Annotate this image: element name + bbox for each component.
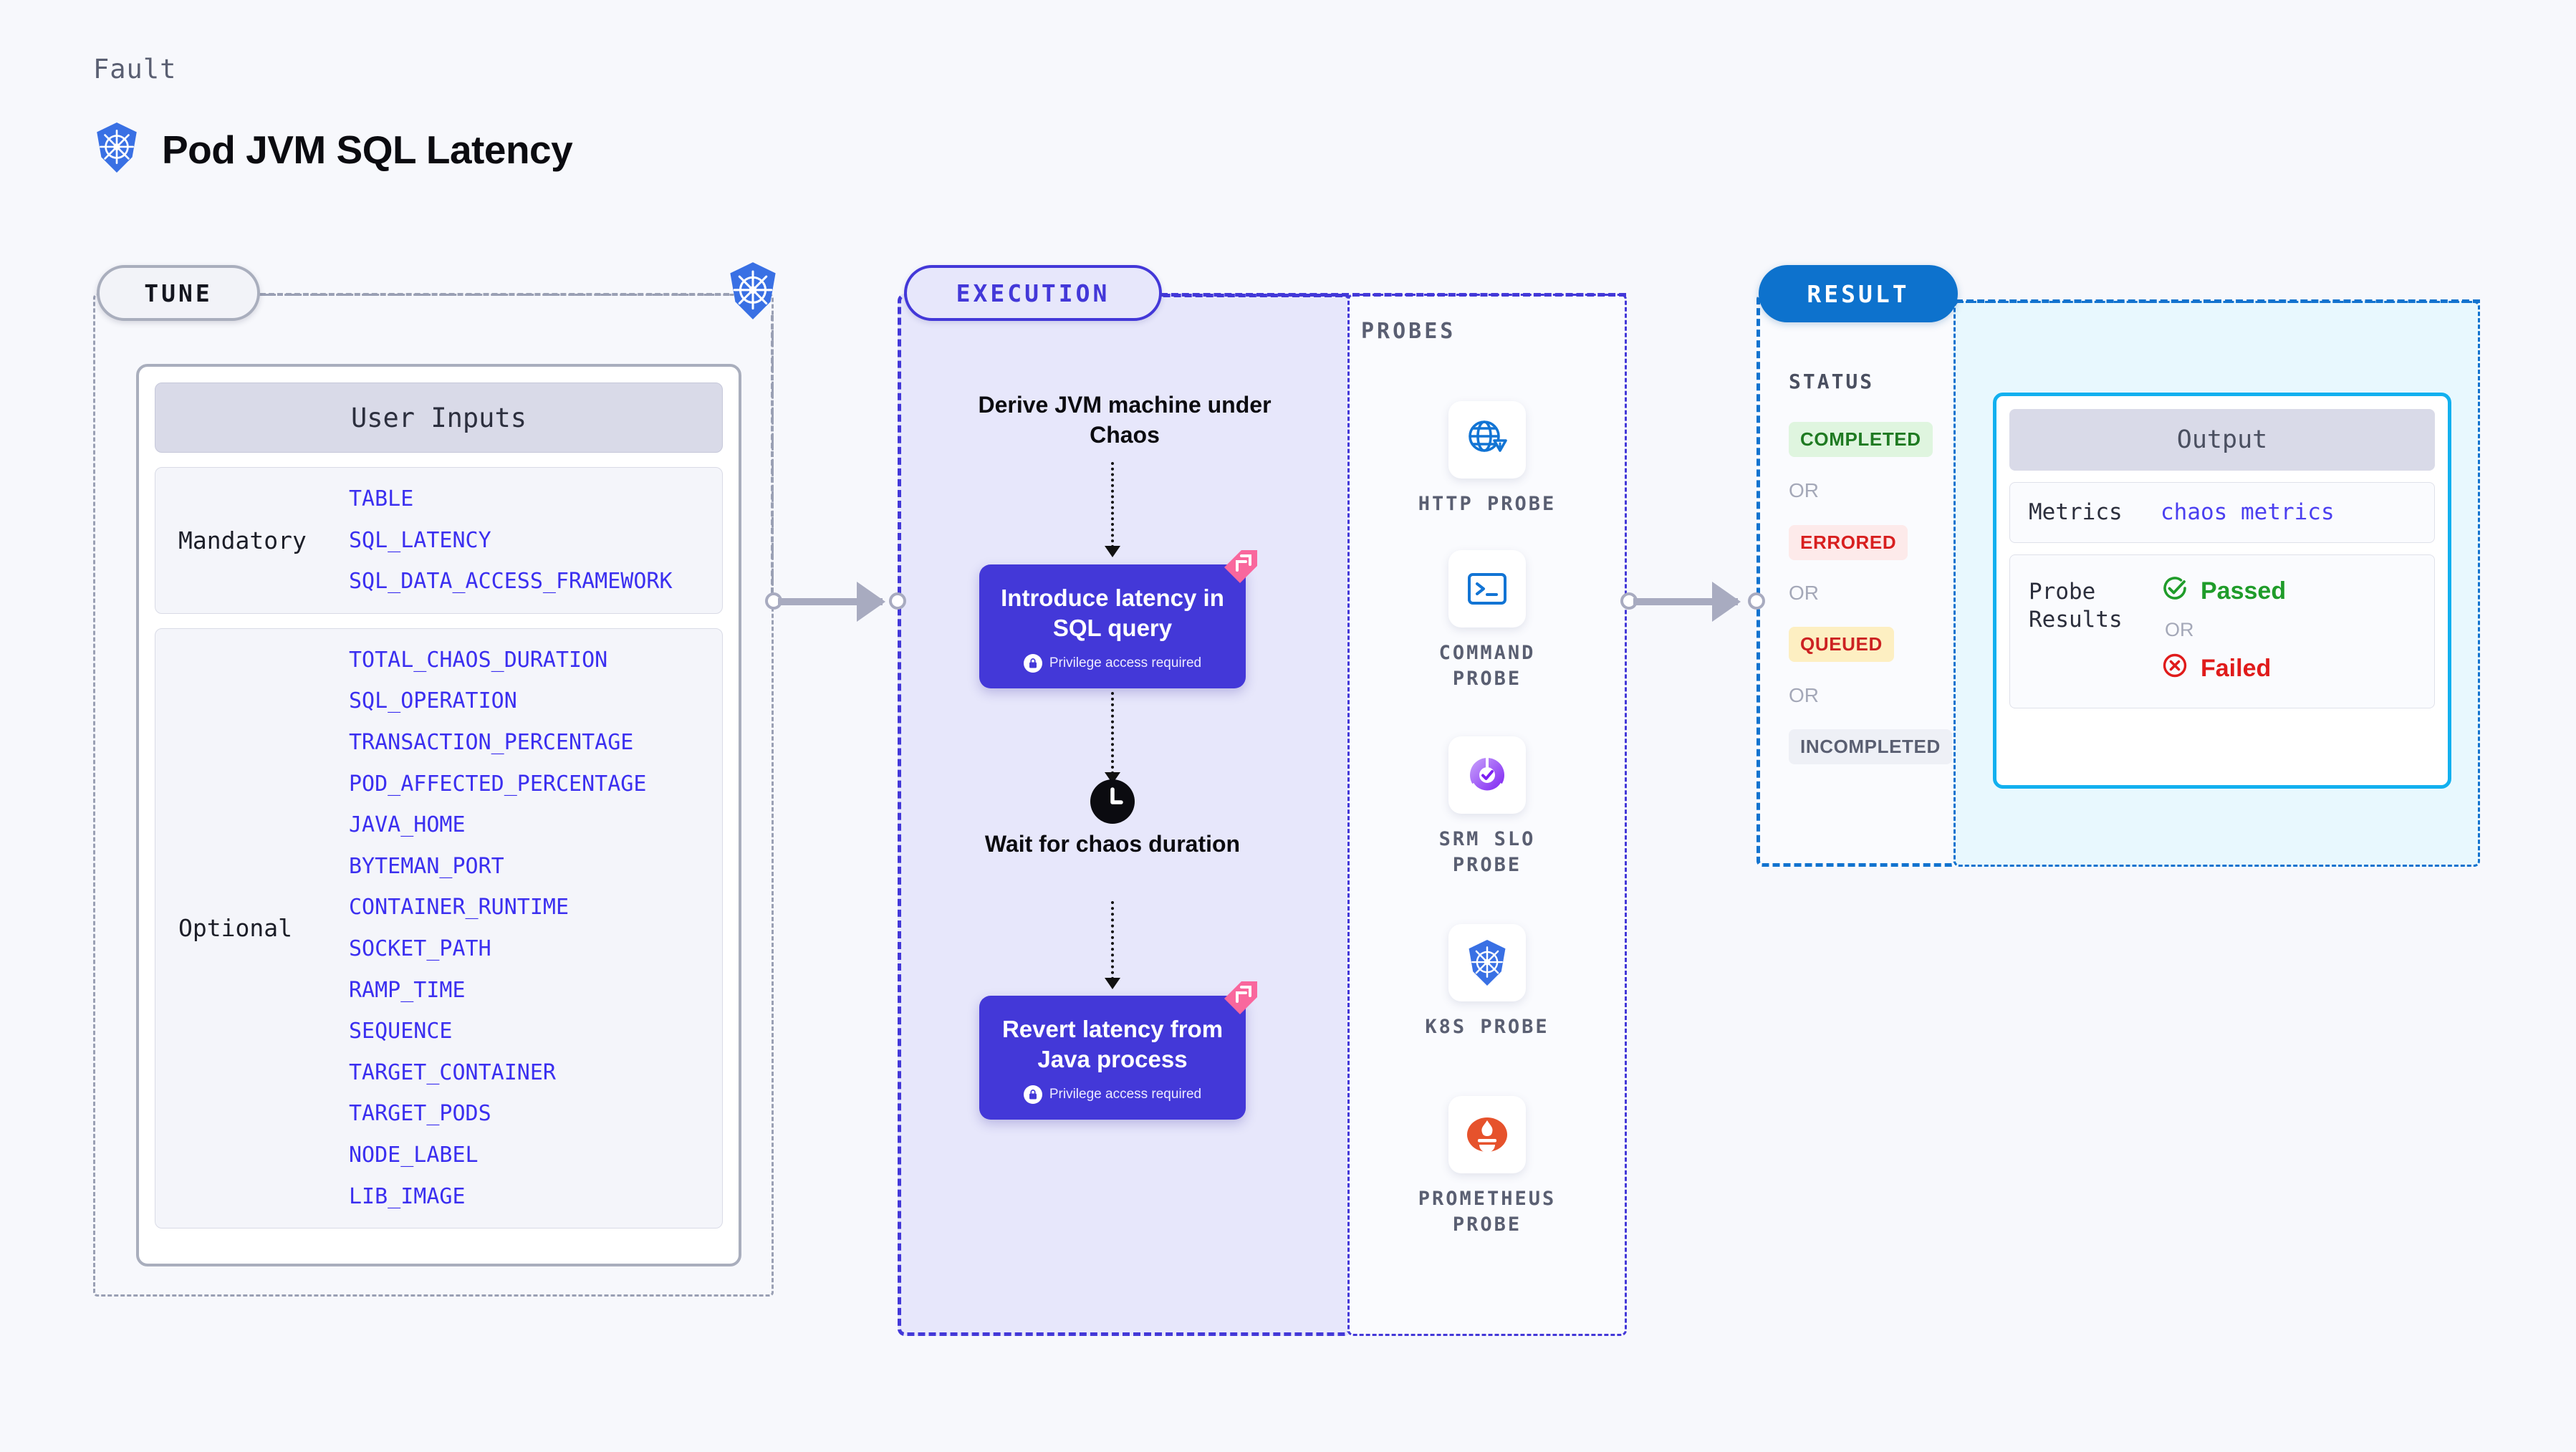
tune-dash-connector [260, 293, 729, 296]
lock-icon [1023, 654, 1042, 673]
probe-command[interactable]: COMMAND PROBE [1398, 550, 1577, 693]
probe-prometheus[interactable]: PROMETHEUS PROBE [1398, 1096, 1577, 1239]
param-item[interactable]: TABLE [349, 486, 414, 511]
wait-for-chaos-step-text: Wait for chaos duration [984, 831, 1241, 857]
privilege-note-text: Privilege access required [1049, 655, 1202, 671]
flow-arrow-2 [1111, 692, 1114, 774]
probe-label: HTTP PROBE [1418, 493, 1557, 515]
privilege-note: Privilege access required [994, 654, 1231, 673]
page-title: Pod JVM SQL Latency [162, 127, 573, 172]
check-circle-icon [2161, 574, 2189, 609]
param-item[interactable]: TARGET_PODS [349, 1101, 491, 1127]
status-badge-completed: COMPLETED [1789, 422, 1933, 457]
param-item[interactable]: NODE_LABEL [349, 1142, 479, 1168]
param-item[interactable]: RAMP_TIME [349, 977, 466, 1003]
metrics-key: Metrics [2029, 499, 2123, 525]
or-label: OR [1789, 479, 1819, 501]
probe-label: COMMAND PROBE [1438, 642, 1536, 691]
k8s-drop-line [771, 315, 774, 602]
status-badge-incompleted: INCOMPLETED [1789, 729, 1952, 764]
or-label: OR [1789, 684, 1819, 706]
or-label: OR [1789, 582, 1819, 604]
param-item[interactable]: SOCKET_PATH [349, 936, 491, 961]
lock-icon [1023, 1085, 1042, 1105]
param-item[interactable]: JAVA_HOME [349, 812, 466, 838]
tune-badge[interactable]: TUNE [97, 265, 260, 321]
or-label: OR [2165, 618, 2194, 640]
flow-arrow-3-head [1105, 978, 1120, 989]
introduce-latency-title: Introduce latency in SQL query [1001, 585, 1224, 641]
param-item[interactable]: SEQUENCE [349, 1019, 453, 1044]
mandatory-label: Mandatory [178, 526, 307, 554]
chaos-fault-icon [1220, 980, 1259, 1019]
privilege-note-text: Privilege access required [1049, 1087, 1202, 1102]
probes-label: PROBES [1361, 319, 1456, 344]
param-item[interactable]: CONTAINER_RUNTIME [349, 895, 569, 920]
output-card: Output Metrics chaos metrics Probe Resul… [1993, 393, 2451, 789]
revert-latency-title: Revert latency from Java process [1001, 1016, 1224, 1072]
param-item[interactable]: LIB_IMAGE [349, 1183, 466, 1209]
param-item[interactable]: BYTEMAN_PORT [349, 853, 504, 879]
kubernetes-icon [1448, 924, 1526, 1001]
probe-results-values: Passed OR Failed [2161, 574, 2286, 686]
probe-http[interactable]: HTTP PROBE [1398, 401, 1577, 517]
probe-result-failed: Failed [2161, 651, 2286, 686]
revert-latency-card[interactable]: Revert latency from Java process Privile… [979, 981, 1257, 1120]
clock-icon [1090, 779, 1135, 824]
probe-results-row: Probe Results Passed OR [2009, 554, 2435, 708]
globe-warning-icon [1448, 401, 1526, 479]
chaos-fault-icon [1220, 549, 1259, 588]
mandatory-group: Mandatory TABLE SQL_LATENCY SQL_DATA_ACC… [155, 467, 723, 614]
probe-k8s[interactable]: K8S PROBE [1398, 924, 1577, 1040]
param-item[interactable]: TOTAL_CHAOS_DURATION [349, 647, 608, 673]
probe-label: PROMETHEUS PROBE [1418, 1188, 1557, 1236]
mandatory-params: TABLE SQL_LATENCY SQL_DATA_ACCESS_FRAMEW… [349, 481, 673, 600]
param-item[interactable]: POD_AFFECTED_PERCENTAGE [349, 771, 647, 797]
status-label: STATUS [1789, 370, 1875, 393]
kubernetes-icon [726, 261, 780, 324]
execution-badge[interactable]: EXECUTION [904, 265, 1162, 321]
status-badge-queued: QUEUED [1789, 627, 1894, 662]
status-badge-errored: ERRORED [1789, 525, 1908, 560]
probe-label: K8S PROBE [1425, 1016, 1549, 1038]
fault-title-row: Pod JVM SQL Latency [93, 122, 573, 177]
param-item[interactable]: TRANSACTION_PERCENTAGE [349, 729, 634, 755]
user-inputs-card: User Inputs Mandatory TABLE SQL_LATENCY … [136, 364, 741, 1266]
probe-label: SRM SLO PROBE [1438, 828, 1536, 877]
privilege-note: Privilege access required [994, 1085, 1231, 1105]
probe-srm-slo[interactable]: SRM SLO PROBE [1398, 736, 1577, 879]
output-title: Output [2009, 409, 2435, 471]
x-circle-icon [2161, 651, 2189, 686]
prometheus-flame-icon [1448, 1096, 1526, 1173]
probe-results-key: Probe Results [2029, 578, 2123, 633]
optional-params: TOTAL_CHAOS_DURATION SQL_OPERATION TRANS… [349, 642, 646, 1215]
flow-arrow-3 [1111, 901, 1114, 980]
flow-arrow-1 [1111, 462, 1114, 548]
param-item[interactable]: SQL_OPERATION [349, 688, 517, 714]
fault-kicker: Fault [93, 54, 177, 85]
slo-gauge-check-icon [1448, 736, 1526, 814]
optional-label: Optional [178, 914, 292, 943]
metrics-value[interactable]: chaos metrics [2161, 499, 2335, 526]
result-dash-connector [1956, 299, 2480, 303]
execution-dash-connector [1160, 293, 1626, 297]
derive-jvm-step-text: Derive JVM machine under Chaos [978, 392, 1272, 448]
terminal-icon [1448, 550, 1526, 628]
kubernetes-icon [93, 122, 140, 177]
result-badge[interactable]: RESULT [1759, 265, 1958, 322]
flow-arrow-1-head [1105, 546, 1120, 557]
probe-result-passed: Passed [2161, 574, 2286, 609]
param-item[interactable]: TARGET_CONTAINER [349, 1059, 556, 1085]
param-item[interactable]: SQL_DATA_ACCESS_FRAMEWORK [349, 569, 673, 595]
introduce-latency-card[interactable]: Introduce latency in SQL query Privilege… [979, 550, 1257, 689]
optional-group: Optional TOTAL_CHAOS_DURATION SQL_OPERAT… [155, 628, 723, 1229]
param-item[interactable]: SQL_LATENCY [349, 527, 491, 553]
metrics-row: Metrics chaos metrics [2009, 482, 2435, 543]
user-inputs-title: User Inputs [155, 383, 723, 453]
